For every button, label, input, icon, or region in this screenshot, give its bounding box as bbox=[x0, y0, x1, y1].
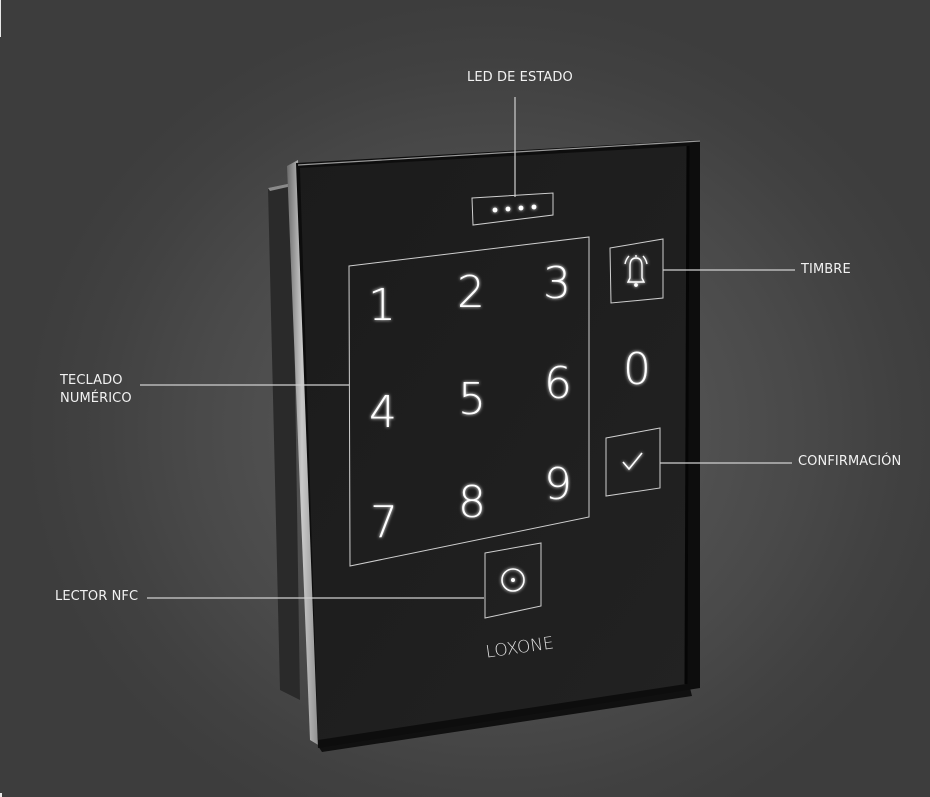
key-2[interactable]: 2 bbox=[457, 267, 485, 318]
label-led-status: LED DE ESTADO bbox=[467, 70, 573, 85]
device-silver-edge bbox=[287, 160, 320, 746]
label-nfc-reader: LECTOR NFC bbox=[55, 589, 139, 604]
key-8[interactable]: 8 bbox=[458, 477, 486, 528]
keypad-digits: 1 2 3 4 5 6 7 8 9 0 bbox=[368, 258, 651, 548]
key-5[interactable]: 5 bbox=[458, 374, 486, 425]
status-led-panel bbox=[471, 192, 554, 226]
key-7[interactable]: 7 bbox=[370, 497, 398, 548]
bell-button[interactable] bbox=[609, 238, 664, 304]
key-0[interactable]: 0 bbox=[623, 344, 651, 395]
key-1[interactable]: 1 bbox=[368, 280, 396, 331]
callout-lines bbox=[140, 97, 795, 599]
frame-edge-mark bbox=[0, 0, 1, 37]
device-glass-front bbox=[300, 146, 688, 740]
label-confirmation: CONFIRMACIÓN bbox=[798, 454, 902, 469]
key-6[interactable]: 6 bbox=[544, 358, 572, 409]
label-doorbell: TIMBRE bbox=[801, 262, 851, 277]
checkmark-icon bbox=[622, 452, 643, 471]
key-9[interactable]: 9 bbox=[544, 459, 572, 510]
key-3[interactable]: 3 bbox=[543, 258, 571, 309]
bell-icon bbox=[624, 255, 648, 287]
frame-edge-mark bbox=[0, 793, 2, 797]
nfc-reader-button[interactable] bbox=[484, 542, 542, 619]
four-dot-led-icon bbox=[492, 204, 537, 213]
label-keypad-line2: NUMÉRICO bbox=[60, 391, 132, 406]
device-back-box bbox=[268, 183, 300, 700]
numeric-keypad-area bbox=[348, 236, 590, 567]
label-keypad-line1: TECLADO bbox=[60, 373, 123, 388]
key-4[interactable]: 4 bbox=[369, 387, 397, 438]
top-edge-highlight bbox=[297, 140, 701, 166]
confirm-button[interactable] bbox=[605, 427, 661, 497]
device-shadow bbox=[318, 688, 692, 752]
nfc-target-icon bbox=[501, 568, 525, 592]
right-edge bbox=[684, 145, 690, 685]
